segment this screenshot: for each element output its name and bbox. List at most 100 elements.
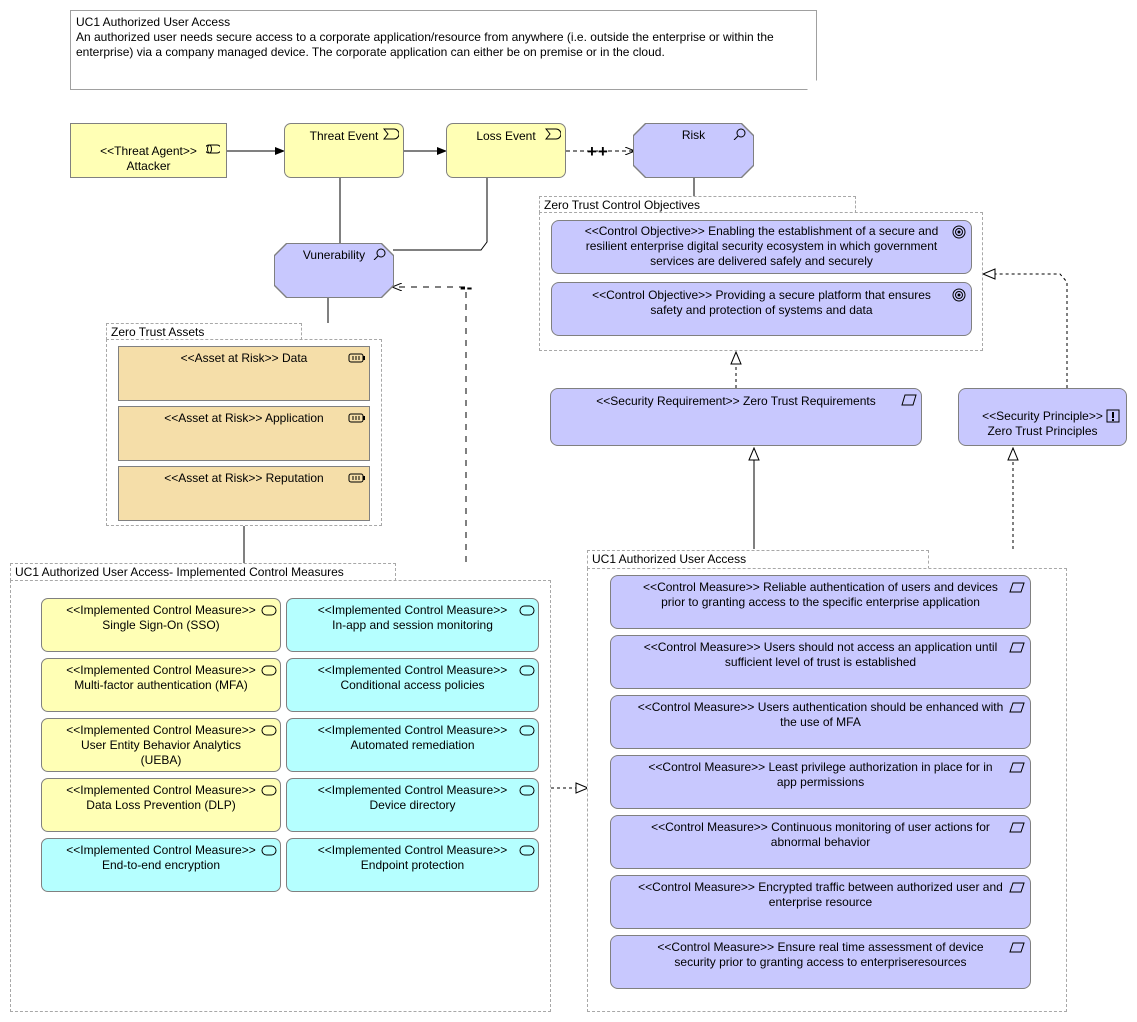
process-icon	[519, 725, 535, 737]
resource-icon	[348, 413, 366, 425]
requirement-icon	[1009, 942, 1025, 954]
implemented-group-tab: UC1 Authorized User Access- Implemented …	[10, 563, 396, 581]
requirement-icon	[1009, 762, 1025, 774]
process-icon	[519, 845, 535, 857]
loss-event-to-vulnerability	[393, 178, 488, 251]
threat-event-label: Threat Event	[309, 129, 379, 143]
requirement-icon	[1009, 702, 1025, 714]
implemented-control-measure-label: <<Implemented Control Measure>> Endpoint…	[317, 843, 508, 872]
implemented-to-vulnerability	[393, 287, 467, 562]
note-title: UC1 Authorized User Access	[76, 15, 231, 29]
implemented-control-measure[interactable]: <<Implemented Control Measure>> End-to-e…	[41, 838, 281, 892]
control-measure[interactable]: <<Control Measure>> Users should not acc…	[610, 635, 1031, 689]
requirement-icon	[1009, 582, 1025, 594]
implemented-control-measure-label: <<Implemented Control Measure>> Device d…	[317, 783, 508, 812]
control-measure-label: <<Control Measure>> Users should not acc…	[643, 640, 998, 669]
implemented-control-measure-label: <<Implemented Control Measure>> Multi-fa…	[66, 663, 256, 692]
goal-icon	[952, 225, 966, 239]
control-objective-label: <<Control Objective>> Providing a secure…	[592, 288, 931, 317]
implemented-control-measure[interactable]: <<Implemented Control Measure>> Data Los…	[41, 778, 281, 832]
implemented-control-measure-label: <<Implemented Control Measure>> End-to-e…	[66, 843, 256, 872]
loss-event[interactable]: Loss Event	[446, 123, 566, 178]
note-body: An authorized user needs secure access t…	[76, 30, 774, 59]
threat-agent-label: <<Threat Agent>> Attacker	[100, 144, 197, 173]
control-measure[interactable]: <<Control Measure>> Encrypted traffic be…	[610, 875, 1031, 929]
implemented-control-measure[interactable]: <<Implemented Control Measure>> Endpoint…	[286, 838, 539, 892]
security-principle-label: <<Security Principle>> Zero Trust Princi…	[982, 409, 1103, 438]
process-icon	[519, 665, 535, 677]
control-measure[interactable]: <<Control Measure>> Ensure real time ass…	[610, 935, 1031, 989]
control-measure-label: <<Control Measure>> Continuous monitorin…	[651, 820, 990, 849]
influence-plus-label: ++	[587, 142, 609, 161]
process-icon	[261, 785, 277, 797]
implemented-control-measure[interactable]: <<Implemented Control Measure>> Single S…	[41, 598, 281, 652]
process-icon	[519, 605, 535, 617]
implemented-control-measure-label: <<Implemented Control Measure>> Automate…	[317, 723, 508, 752]
implemented-control-measure[interactable]: <<Implemented Control Measure>> In-app a…	[286, 598, 539, 652]
requirement-icon	[1009, 822, 1025, 834]
control-measure-label: <<Control Measure>> Encrypted traffic be…	[638, 880, 1003, 909]
control-measure[interactable]: <<Control Measure>> Users authentication…	[610, 695, 1031, 749]
implemented-control-measure[interactable]: <<Implemented Control Measure>> Automate…	[286, 718, 539, 772]
vulnerability[interactable]: Vunerability	[275, 244, 393, 297]
process-icon	[261, 665, 277, 677]
process-icon	[261, 605, 277, 617]
control-objective-label: <<Control Objective>> Enabling the estab…	[584, 224, 939, 268]
control-objectives-group-tab: Zero Trust Control Objectives	[539, 196, 856, 213]
control-objective-ecosystem[interactable]: <<Control Objective>> Enabling the estab…	[551, 220, 972, 274]
threat-agent-attacker[interactable]: <<Threat Agent>> Attacker	[70, 123, 227, 178]
implemented-control-measure[interactable]: <<Implemented Control Measure>> Multi-fa…	[41, 658, 281, 712]
threat-event[interactable]: Threat Event	[284, 123, 404, 178]
security-principle-zero-trust[interactable]: <<Security Principle>> Zero Trust Princi…	[958, 388, 1127, 446]
control-measure-label: <<Control Measure>> Ensure real time ass…	[657, 940, 984, 969]
role-icon	[206, 128, 220, 154]
asset-label: <<Asset at Risk>> Data	[180, 351, 308, 365]
loss-event-label: Loss Event	[476, 129, 536, 143]
implemented-control-measure-label: <<Implemented Control Measure>> Data Los…	[66, 783, 256, 812]
implemented-control-measure[interactable]: <<Implemented Control Measure>> User Ent…	[41, 718, 281, 772]
implemented-control-measure-label: <<Implemented Control Measure>> Single S…	[66, 603, 256, 632]
implemented-control-measure[interactable]: <<Implemented Control Measure>> Conditio…	[286, 658, 539, 712]
requirement-icon	[1009, 882, 1025, 894]
control-measure-label: <<Control Measure>> Users authentication…	[637, 700, 1004, 729]
process-icon	[261, 845, 277, 857]
principle-to-objectives	[983, 274, 1068, 388]
control-measures-group-tab: UC1 Authorized User Access	[587, 550, 929, 569]
assets-group-tab: Zero Trust Assets	[106, 323, 302, 340]
implemented-control-measure-label: <<Implemented Control Measure>> Conditio…	[317, 663, 508, 692]
control-measure-label: <<Control Measure>> Least privilege auth…	[648, 760, 993, 789]
security-requirement-zero-trust[interactable]: <<Security Requirement>> Zero Trust Requ…	[550, 388, 922, 446]
influence-minus-label: --	[460, 278, 474, 297]
risk-label: Risk	[681, 128, 706, 142]
process-icon	[519, 785, 535, 797]
asset-data[interactable]: <<Asset at Risk>> Data	[118, 346, 370, 401]
control-objective-platform[interactable]: <<Control Objective>> Providing a secure…	[551, 282, 972, 336]
goal-icon	[952, 288, 966, 302]
event-icon	[545, 128, 561, 140]
control-measure[interactable]: <<Control Measure>> Reliable authenticat…	[610, 575, 1031, 629]
asset-label: <<Asset at Risk>> Reputation	[164, 471, 324, 485]
implemented-control-measure[interactable]: <<Implemented Control Measure>> Device d…	[286, 778, 539, 832]
asset-label: <<Asset at Risk>> Application	[164, 411, 324, 425]
control-measure-label: <<Control Measure>> Reliable authenticat…	[643, 580, 998, 609]
asset-reputation[interactable]: <<Asset at Risk>> Reputation	[118, 466, 370, 521]
assessment-icon	[733, 128, 747, 140]
assessment-icon	[373, 248, 387, 260]
requirement-icon	[1009, 642, 1025, 654]
event-icon	[383, 128, 399, 140]
use-case-note: UC1 Authorized User Access An authorized…	[70, 10, 817, 90]
process-icon	[261, 725, 277, 737]
risk[interactable]: Risk	[634, 124, 753, 177]
vulnerability-label: Vunerability	[302, 248, 366, 262]
implemented-control-measure-label: <<Implemented Control Measure>> In-app a…	[317, 603, 508, 632]
asset-application[interactable]: <<Asset at Risk>> Application	[118, 406, 370, 461]
security-requirement-label: <<Security Requirement>> Zero Trust Requ…	[596, 394, 876, 408]
resource-icon	[348, 473, 366, 485]
implemented-control-measure-label: <<Implemented Control Measure>> User Ent…	[66, 723, 256, 767]
principle-icon	[1106, 394, 1120, 423]
resource-icon	[348, 353, 366, 365]
control-measure[interactable]: <<Control Measure>> Continuous monitorin…	[610, 815, 1031, 869]
requirement-icon	[901, 394, 917, 406]
control-measure[interactable]: <<Control Measure>> Least privilege auth…	[610, 755, 1031, 809]
